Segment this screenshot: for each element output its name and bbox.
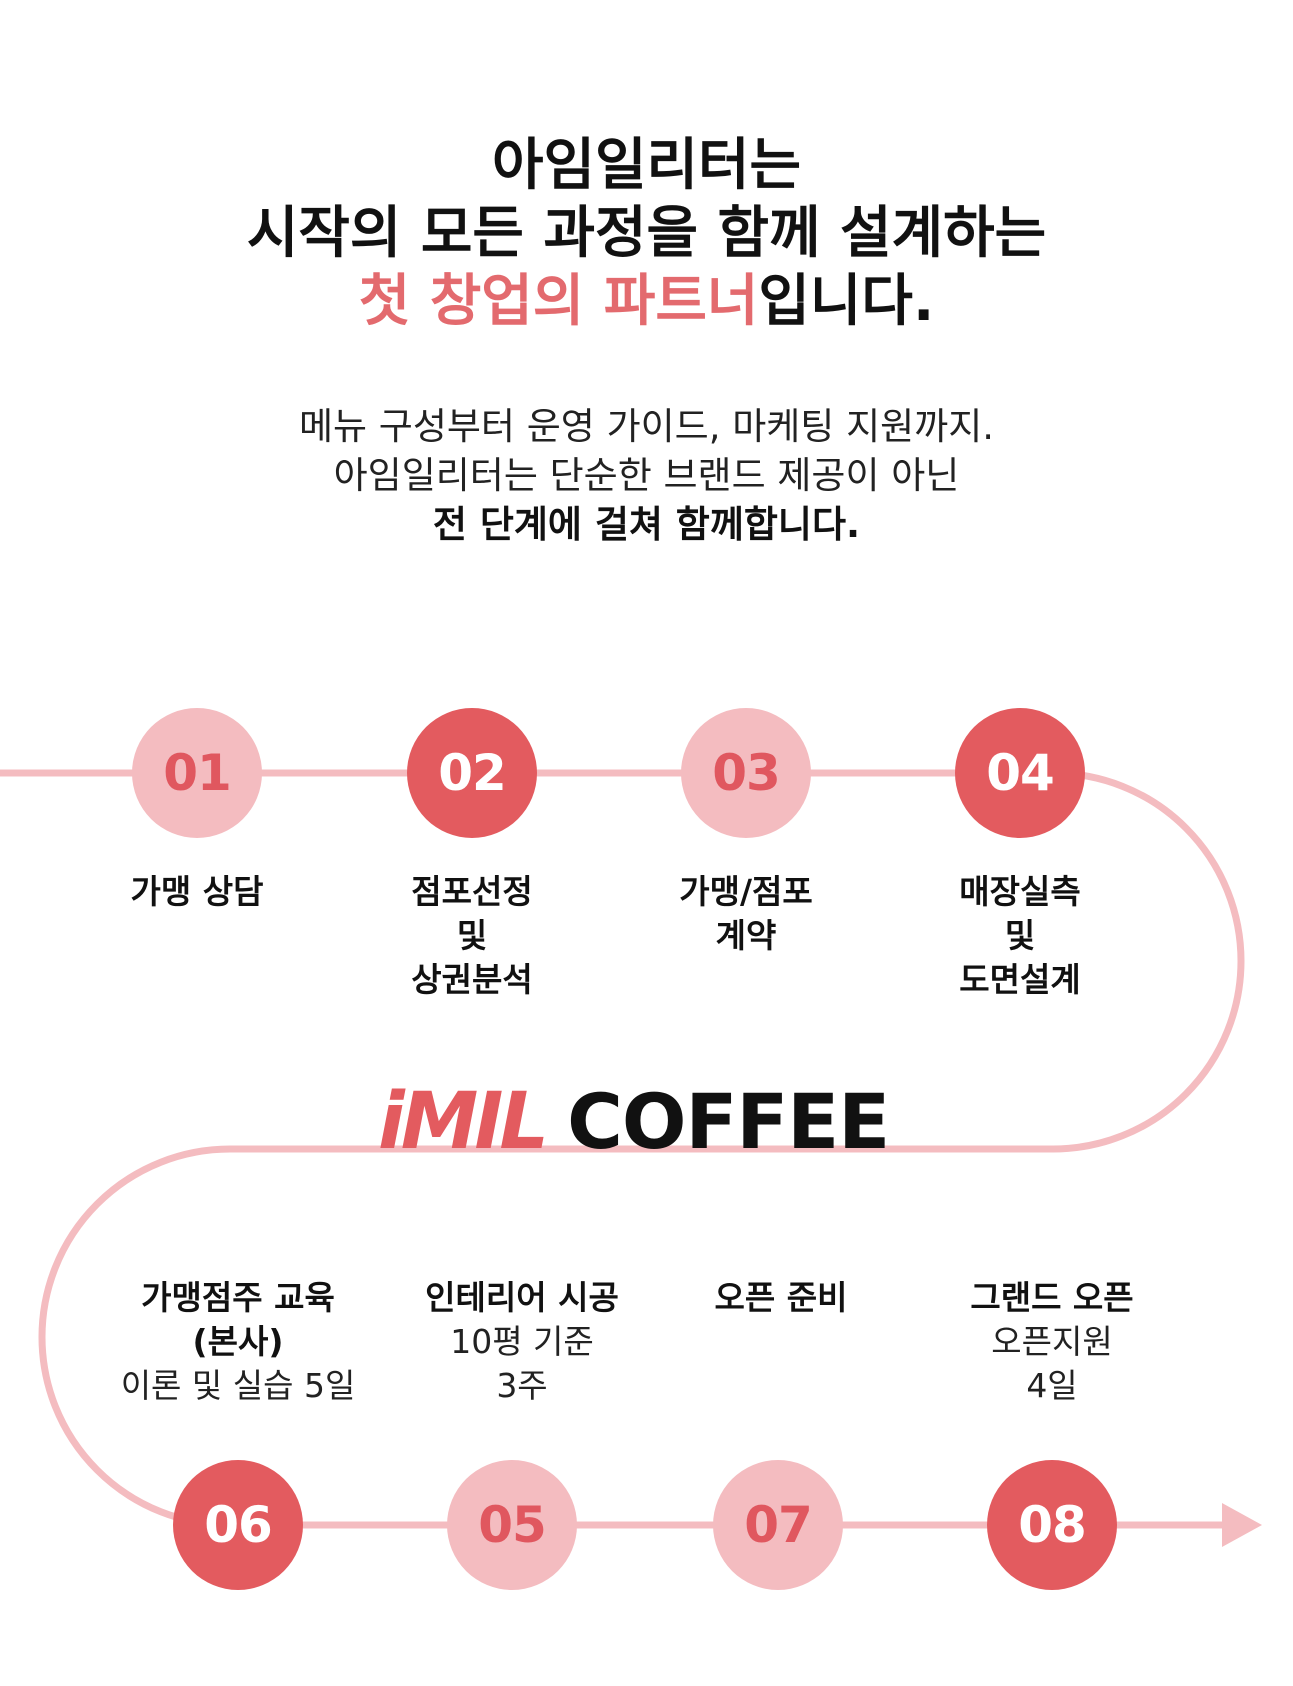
step-01-label: 가맹 상담 [67,870,327,914]
step-05-detail-2: 3주 [496,1366,548,1405]
step-05-circle: 05 [447,1460,577,1590]
step-04-title-2: 및 [1004,916,1036,955]
step-02-title-2: 및 [456,916,488,955]
imil-coffee-logo: iMIL COFFEE [378,1077,890,1167]
step-06-circle: 06 [173,1460,303,1590]
step-06-title-1: 가맹점주 교육 [141,1278,335,1317]
step-04-label: 매장실측 및 도면설계 [890,870,1150,1002]
step-08-label: 그랜드 오픈 오픈지원 4일 [922,1276,1182,1408]
step-08-number: 08 [1018,1496,1087,1554]
step-07-label: 오픈 준비 [651,1276,911,1320]
step-01-title: 가맹 상담 [130,872,264,911]
logo-mark: iMIL [378,1077,549,1167]
step-02-title-3: 상권분석 [411,960,533,999]
step-08-circle: 08 [987,1460,1117,1590]
step-06-title-2: (본사) [192,1322,284,1361]
step-04-title-3: 도면설계 [959,960,1081,999]
step-08-title: 그랜드 오픈 [970,1278,1134,1317]
step-05-label: 인테리어 시공 10평 기준 3주 [392,1276,652,1408]
step-03-title-1: 가맹/점포 [679,872,813,911]
step-03-title-2: 계약 [715,916,777,955]
step-04-circle: 04 [955,708,1085,838]
step-06-number: 06 [204,1496,273,1554]
step-06-detail: 이론 및 실습 5일 [120,1366,356,1405]
step-05-title: 인테리어 시공 [425,1278,619,1317]
step-07-number: 07 [744,1496,813,1554]
step-07-title: 오픈 준비 [714,1278,848,1317]
headline: 아임일리터는 시작의 모든 과정을 함께 설계하는 첫 창업의 파트너입니다. [0,132,1293,336]
track-path [0,769,1245,1529]
headline-accent: 첫 창업의 파트너 [358,269,759,334]
step-02-label: 점포선정 및 상권분석 [342,870,602,1002]
step-03-number: 03 [712,744,781,802]
step-04-title-1: 매장실측 [959,872,1081,911]
step-03-circle: 03 [681,708,811,838]
step-07-circle: 07 [713,1460,843,1590]
step-04-number: 04 [986,744,1055,802]
sub-copy: 메뉴 구성부터 운영 가이드, 마케팅 지원까지. 아임일리터는 단순한 브랜드… [0,402,1293,549]
step-01-circle: 01 [132,708,262,838]
step-02-circle: 02 [407,708,537,838]
step-05-number: 05 [478,1496,547,1554]
headline-line-2: 시작의 모든 과정을 함께 설계하는 [246,201,1047,266]
step-08-detail-1: 오픈지원 [991,1322,1113,1361]
subcopy-line-2: 아임일리터는 단순한 브랜드 제공이 아닌 [333,454,960,497]
step-01-number: 01 [163,744,232,802]
step-05-detail-1: 10평 기준 [450,1322,594,1361]
headline-line-3: 첫 창업의 파트너입니다. [0,268,1293,336]
step-02-title-1: 점포선정 [411,872,533,911]
step-03-label: 가맹/점포 계약 [616,870,876,958]
step-06-label: 가맹점주 교육 (본사) 이론 및 실습 5일 [98,1276,378,1408]
logo-wordmark: COFFEE [567,1077,890,1166]
subcopy-line-3: 전 단계에 걸쳐 함께합니다. [432,503,861,546]
step-08-detail-2: 4일 [1026,1366,1078,1405]
step-02-number: 02 [438,744,507,802]
subcopy-line-1: 메뉴 구성부터 운영 가이드, 마케팅 지원까지. [298,405,995,448]
headline-line-1: 아임일리터는 [491,133,802,198]
track-arrowhead-icon [1222,1503,1262,1547]
headline-line-3-rest: 입니다. [758,269,935,334]
